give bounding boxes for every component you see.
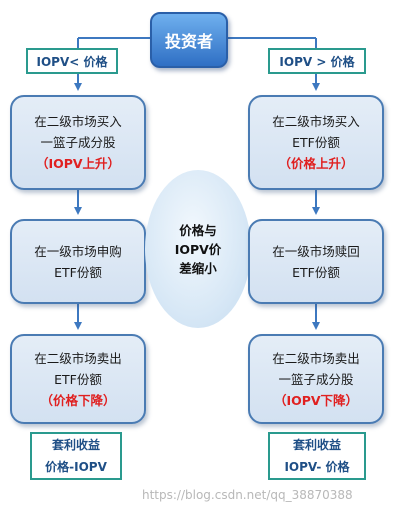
left-arbitrage-result: 套利收益 价格-IOPV xyxy=(30,432,122,480)
investor-node: 投资者 xyxy=(150,12,228,68)
tag-iopv-less-than-price: IOPV< 价格 xyxy=(26,48,118,74)
watermark-url: https://blog.csdn.net/qq_38870388 xyxy=(142,488,353,502)
tag-iopv-greater-than-price: IOPV > 价格 xyxy=(268,48,366,74)
right-step-3: 在二级市场卖出 一篮子成分股 （IOPV下降） xyxy=(248,334,384,424)
right-arbitrage-result: 套利收益 IOPV- 价格 xyxy=(268,432,366,480)
right-step-1: 在二级市场买入 ETF份额 （价格上升） xyxy=(248,95,384,190)
right-step-2: 在一级市场赎回 ETF份额 xyxy=(248,219,384,304)
center-price-gap-ellipse: 价格与 IOPV价 差缩小 xyxy=(145,170,251,328)
left-step-3: 在二级市场卖出 ETF份额 （价格下降） xyxy=(10,334,146,424)
left-step-1: 在二级市场买入 一篮子成分股 （IOPV上升） xyxy=(10,95,146,190)
left-step-2: 在一级市场申购 ETF份额 xyxy=(10,219,146,304)
